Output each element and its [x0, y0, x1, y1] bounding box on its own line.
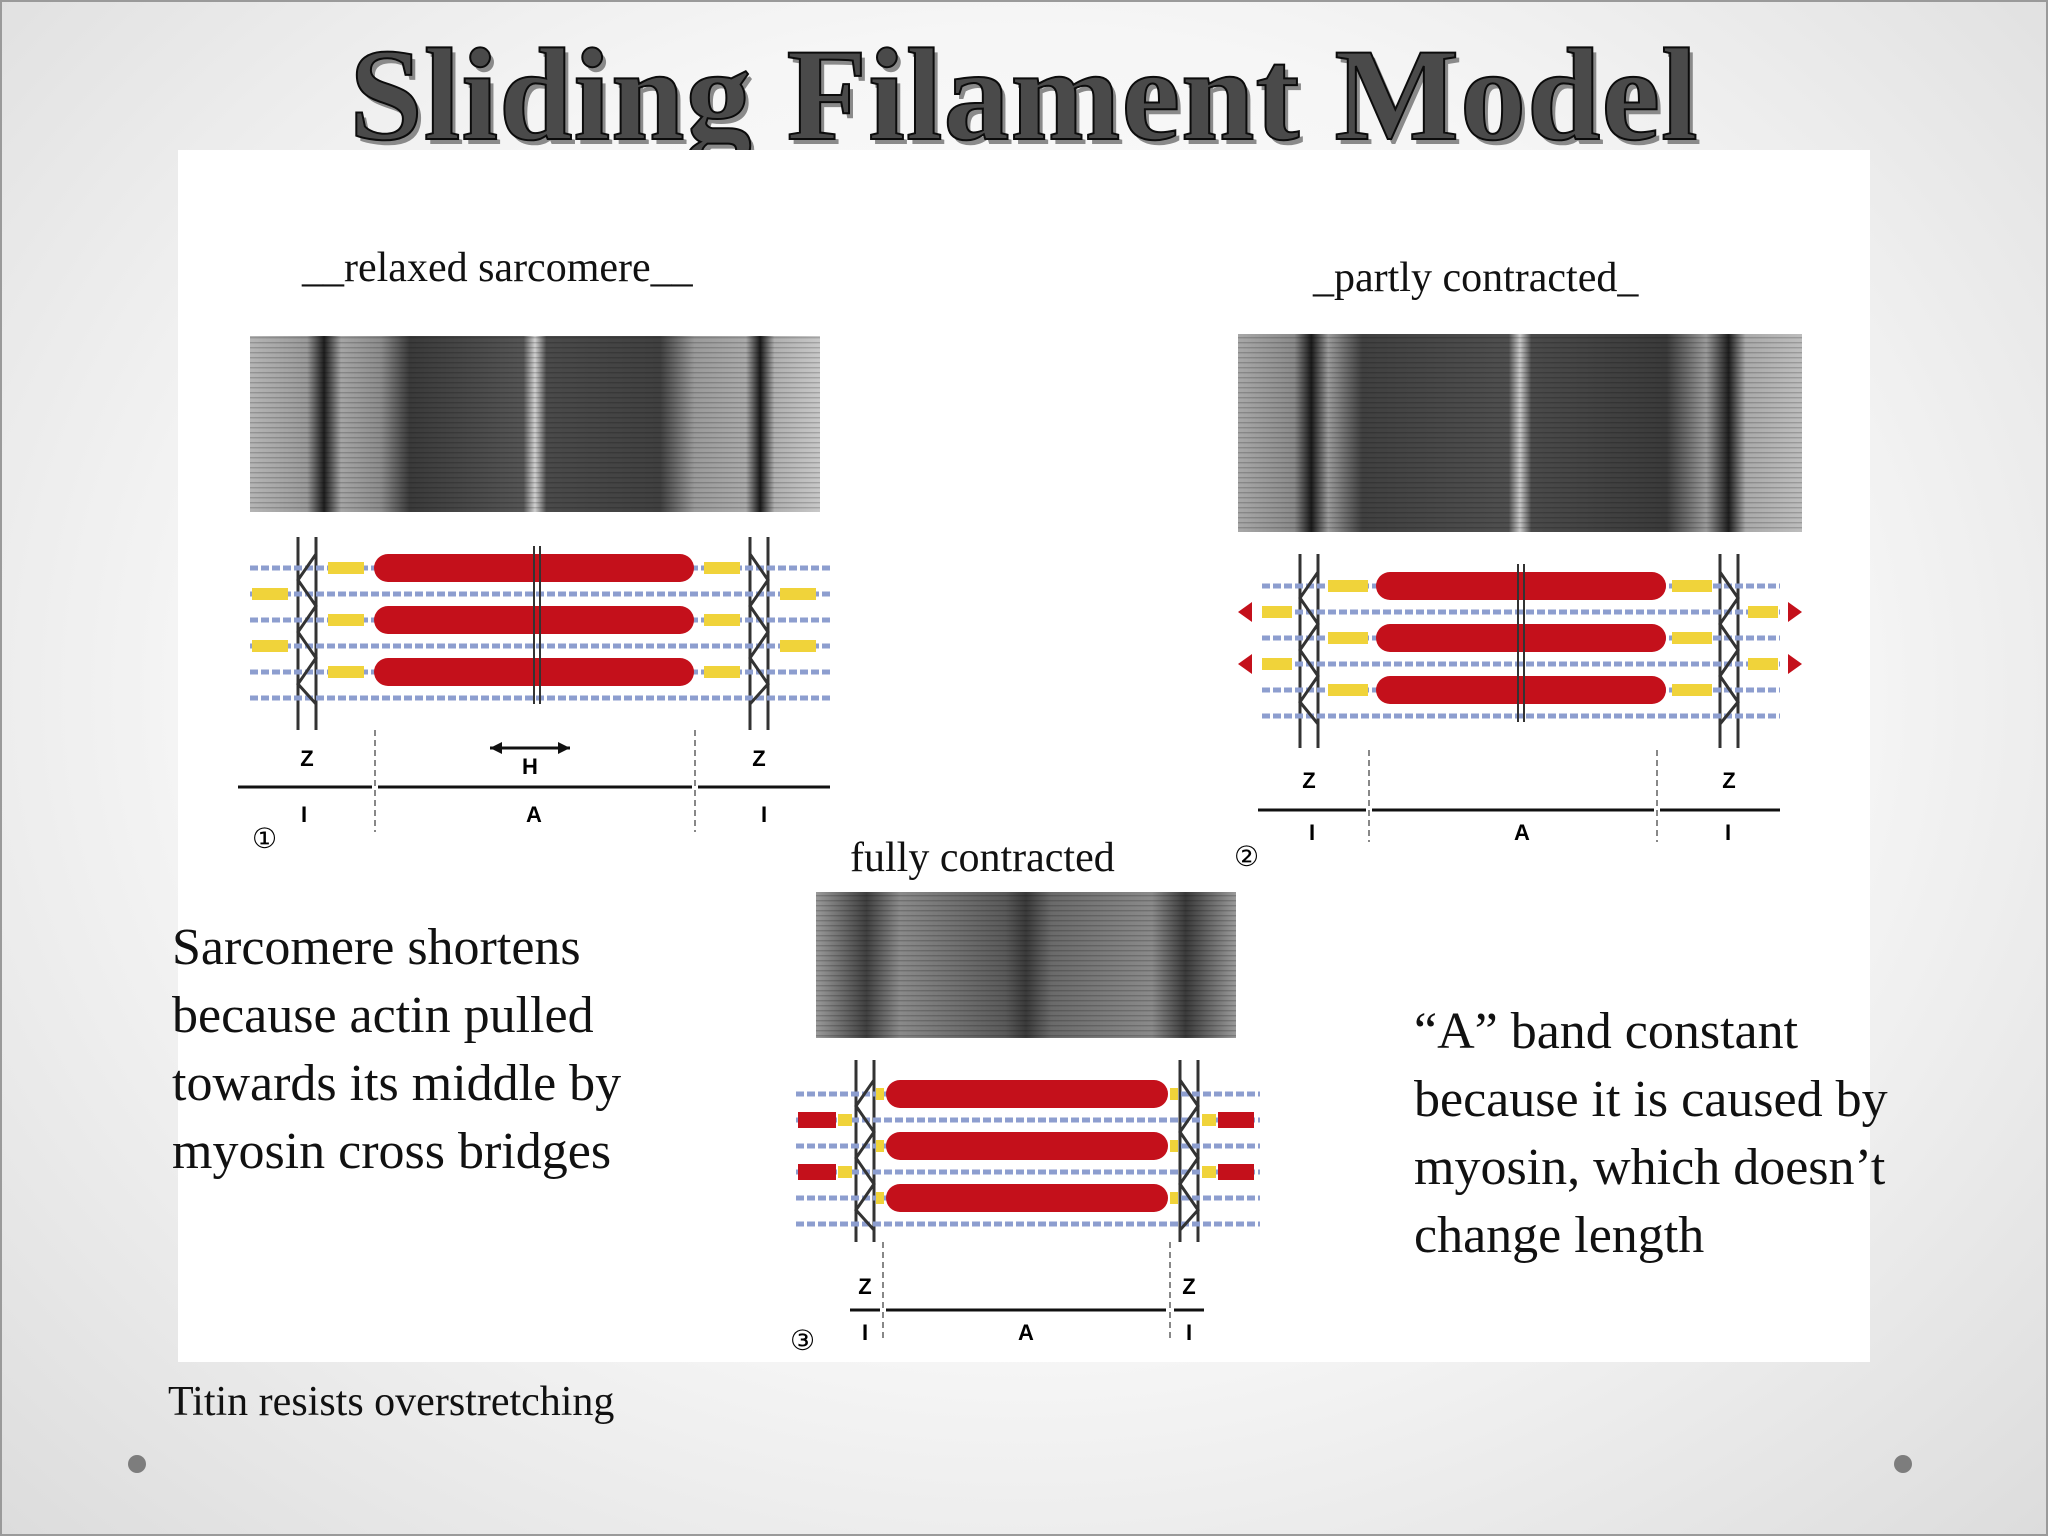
diagram-number-2: ② — [1234, 840, 1259, 873]
i-label-right-relaxed: I — [761, 802, 767, 827]
myosin-filaments-partly — [1238, 572, 1802, 704]
z-label-left-fully: Z — [858, 1274, 871, 1299]
h-label-relaxed: H — [522, 754, 538, 779]
relaxed-sarcomere-diagram: H Z Z I A I ① — [238, 336, 832, 855]
decor-dot-right — [1894, 1455, 1912, 1473]
decor-dot-left — [128, 1455, 146, 1473]
i-label-left-fully: I — [862, 1320, 868, 1345]
i-label-left-partly: I — [1309, 820, 1315, 845]
partly-contracted-diagram: Z Z I A I ② — [1234, 334, 1802, 873]
z-label-right-partly: Z — [1722, 768, 1735, 793]
z-label-left-relaxed: Z — [300, 746, 313, 771]
a-band-text: “A” band constant because it is caused b… — [1414, 1003, 1888, 1264]
z-label-left-partly: Z — [1302, 768, 1315, 793]
diagram-number-1: ① — [252, 822, 277, 855]
fully-contracted-diagram: Z Z I A I ③ — [790, 892, 1260, 1357]
z-label-right-relaxed: Z — [752, 746, 765, 771]
titin-text: Titin resists overstretching — [168, 1379, 615, 1425]
z-label-right-fully: Z — [1182, 1274, 1195, 1299]
slide-title: Sliding Filament Model — [348, 20, 1699, 169]
a-label-fully: A — [1018, 1320, 1034, 1345]
i-label-left-relaxed: I — [301, 802, 307, 827]
caption-relaxed: __relaxed sarcomere__ — [302, 245, 693, 291]
a-label-relaxed: A — [526, 802, 542, 827]
a-label-partly: A — [1514, 820, 1530, 845]
i-label-right-partly: I — [1725, 820, 1731, 845]
sarcomere-shortening-text: Sarcomere shortens because actin pulled … — [172, 919, 622, 1180]
diagram-number-3: ③ — [790, 1324, 815, 1357]
myosin-filaments-fully — [798, 1080, 1254, 1212]
caption-partly: _partly contracted_ — [1313, 255, 1639, 301]
i-label-right-fully: I — [1186, 1320, 1192, 1345]
caption-fully: fully contracted — [850, 835, 1115, 881]
